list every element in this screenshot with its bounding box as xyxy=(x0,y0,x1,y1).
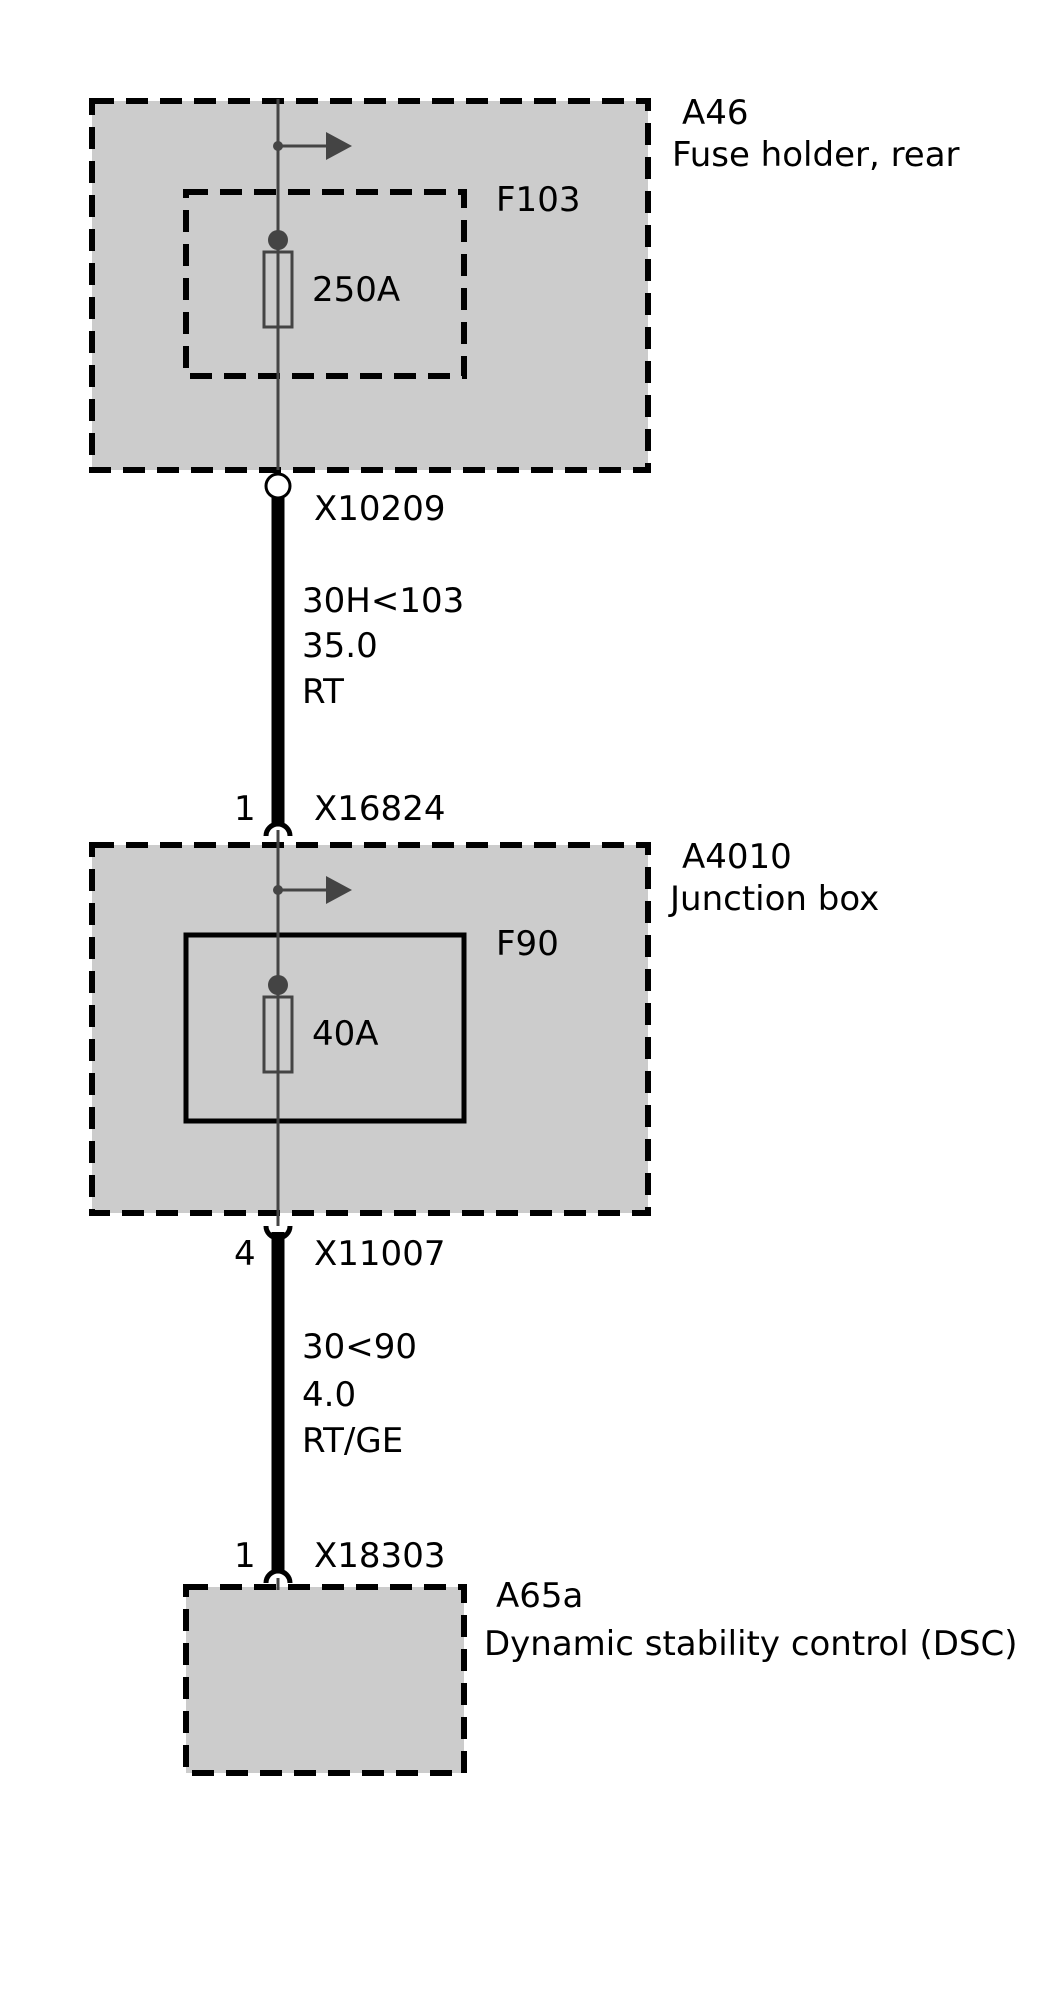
connector-socket-icon xyxy=(263,821,293,837)
fuse-node-f103 xyxy=(268,230,288,250)
f90-rating: 40A xyxy=(312,1014,379,1054)
fuse-icon xyxy=(262,250,294,329)
a65a-box xyxy=(183,1584,467,1776)
f103-id: F103 xyxy=(496,180,580,220)
wire-2-color: RT/GE xyxy=(302,1421,403,1461)
connector-socket-icon xyxy=(263,1225,293,1241)
wire-2-gauge: 4.0 xyxy=(302,1375,356,1415)
connector-x16824: 1 X16824 xyxy=(234,789,445,837)
fuse-icon xyxy=(262,995,294,1074)
a46-id: A46 xyxy=(682,93,749,133)
component-a46: A46 Fuse holder, rear F103 250A xyxy=(89,93,960,473)
wire-2-labels: 30<90 4.0 RT/GE xyxy=(302,1327,417,1461)
component-a4010: A4010 Junction box F90 40A xyxy=(89,837,879,1216)
wire-2-circuit: 30<90 xyxy=(302,1327,417,1367)
x16824-pin: 1 xyxy=(234,789,256,829)
wire-1-circuit: 30H<103 xyxy=(302,581,464,621)
wire-1-gauge: 35.0 xyxy=(302,626,378,666)
x18303-pin: 1 xyxy=(234,1536,256,1576)
connector-x10209: X10209 xyxy=(264,472,445,529)
f90-box xyxy=(183,932,467,1124)
branch-arrow-a46 xyxy=(273,132,352,160)
a4010-name: Junction box xyxy=(668,879,879,919)
f103-box xyxy=(183,189,467,379)
arrow-right-icon xyxy=(326,132,352,160)
x16824-id: X16824 xyxy=(314,789,445,829)
wire-1-labels: 30H<103 35.0 RT xyxy=(302,581,464,712)
fuse-symbol-f103 xyxy=(262,230,294,329)
arrow-right-icon xyxy=(326,876,352,904)
x10209-id: X10209 xyxy=(314,489,445,529)
fuse-symbol-f90 xyxy=(262,975,294,1074)
x11007-id: X11007 xyxy=(314,1234,445,1274)
x11007-pin: 4 xyxy=(234,1234,256,1274)
component-a65a: A65a Dynamic stability control (DSC) xyxy=(183,1576,1018,1776)
connector-socket-icon xyxy=(263,1568,293,1584)
a65a-id: A65a xyxy=(496,1576,583,1616)
branch-arrow-a4010 xyxy=(273,876,352,904)
fuse-node-f90 xyxy=(268,975,288,995)
f90-id: F90 xyxy=(496,924,559,964)
x18303-id: X18303 xyxy=(314,1536,445,1576)
a65a-name: Dynamic stability control (DSC) xyxy=(484,1624,1018,1664)
a46-name: Fuse holder, rear xyxy=(672,135,960,175)
connector-x18303: 1 X18303 xyxy=(234,1536,445,1590)
connector-circle-icon xyxy=(264,472,292,500)
connector-x11007: 4 X11007 xyxy=(234,1225,445,1274)
a4010-id: A4010 xyxy=(682,837,792,877)
f103-rating: 250A xyxy=(312,270,400,310)
wire-1-color: RT xyxy=(302,672,344,712)
